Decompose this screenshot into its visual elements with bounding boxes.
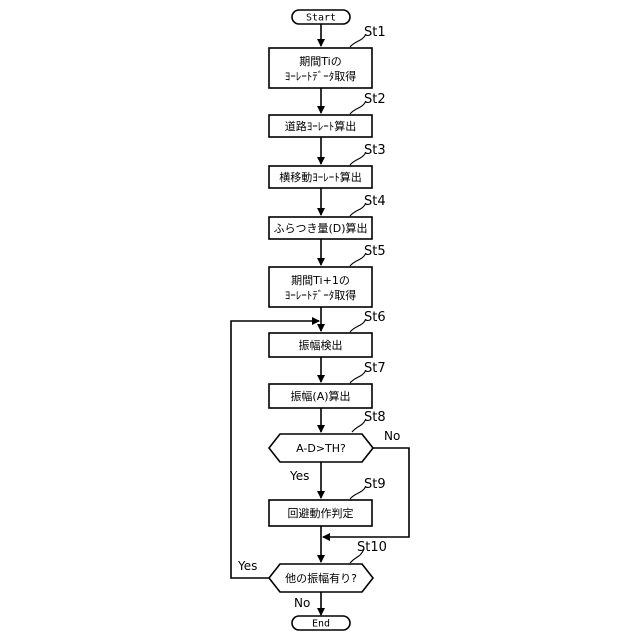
st4-text: ふらつき量(D)算出 — [273, 221, 367, 235]
st1-id: St1 — [364, 25, 386, 40]
st8-yes-label: Yes — [289, 469, 309, 483]
st7-id: St7 — [364, 361, 386, 376]
end-label: End — [312, 619, 330, 630]
st5-text-line2: ﾖｰﾚｰﾄﾃﾞｰﾀ取得 — [285, 289, 357, 302]
st5-id: St5 — [364, 244, 386, 259]
st4-id: St4 — [364, 194, 386, 209]
st3-text: 横移動ﾖｰﾚｰﾄ算出 — [279, 170, 362, 184]
st1-text-line2: ﾖｰﾚｰﾄﾃﾞｰﾀ取得 — [285, 70, 357, 83]
st8-id: St8 — [364, 410, 386, 425]
st10-id: St10 — [357, 540, 387, 555]
st6-text: 振幅検出 — [299, 338, 343, 352]
st7-text: 振幅(A)算出 — [290, 389, 350, 403]
st3-id: St3 — [364, 143, 386, 158]
st6-id: St6 — [364, 310, 386, 325]
st10-no-label: No — [294, 596, 310, 610]
st10-yes-label: Yes — [237, 559, 257, 573]
start-label: Start — [306, 13, 336, 24]
st2-text: 道路ﾖｰﾚｰﾄ算出 — [285, 119, 357, 133]
st9-text: 回避動作判定 — [288, 506, 354, 520]
st2-id: St2 — [364, 92, 386, 107]
st9-id: St9 — [364, 477, 386, 492]
st5-text-line1: 期間Ti+1の — [291, 274, 350, 287]
st10-text: 他の振幅有り? — [285, 571, 357, 585]
st8-text: A-D>TH? — [296, 442, 346, 455]
st8-no-label: No — [384, 429, 400, 443]
st1-text-line1: 期間Tiの — [299, 55, 341, 68]
